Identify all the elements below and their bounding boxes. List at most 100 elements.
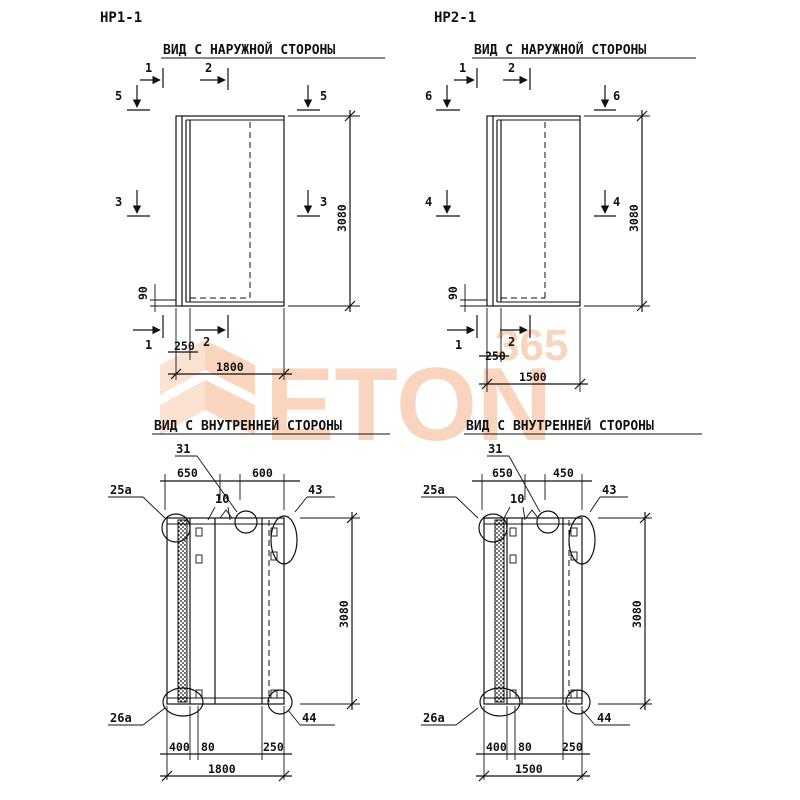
callout-43: 43 [589,483,628,513]
callout-44: 44 [287,709,335,726]
dim-250: 250 [479,308,509,392]
svg-text:2: 2 [508,61,515,75]
dim-90: 90 [136,284,176,312]
detail-circles [161,510,298,717]
panel-1-outer-view: НР1-1 ВИД С НАРУЖНОЙ СТОРОНЫ 1 2 5 5 3 [100,10,385,380]
svg-text:5: 5 [320,89,327,103]
svg-text:1: 1 [459,61,466,75]
section-mark-5-left: 5 [115,85,150,111]
panel-2-inner-view: ВИД С ВНУТРЕННЕЙ СТОРОНЫ 650 450 31 10 2… [421,418,702,782]
svg-text:250: 250 [174,339,195,353]
panel-code: НР2-1 [434,10,476,26]
panel-frame [166,509,285,705]
svg-text:31: 31 [488,442,502,456]
svg-text:3080: 3080 [630,600,644,628]
section-mark-1-bottom: 1 [133,315,164,352]
svg-text:26а: 26а [423,711,445,725]
callout-25a: 25а [108,483,166,519]
panel-code: НР1-1 [100,10,142,26]
dim-90: 90 [446,284,487,312]
svg-text:26а: 26а [110,711,132,725]
width-dimension: 1800 [168,308,292,380]
callout-43: 43 [294,483,335,513]
outer-view-title: ВИД С НАРУЖНОЙ СТОРОНЫ [474,42,646,58]
svg-text:1: 1 [145,338,152,352]
svg-text:650: 650 [177,466,198,480]
callout-26a: 26а [421,707,479,726]
svg-text:450: 450 [553,466,574,480]
callout-26a: 26а [108,707,166,726]
svg-text:3: 3 [320,195,327,209]
svg-text:3: 3 [115,195,122,209]
svg-text:2: 2 [508,335,515,349]
section-mark-3-left: 3 [115,190,150,217]
svg-text:1800: 1800 [216,360,244,374]
watermark: ETON 365 [160,321,568,463]
svg-text:10: 10 [510,492,524,506]
svg-text:90: 90 [136,286,150,300]
height-dimension: 3080 [300,512,360,710]
svg-text:1: 1 [145,61,152,75]
section-mark-4-right: 4 [594,190,620,217]
svg-text:250: 250 [562,740,583,754]
section-mark-1-top: 1 [454,61,478,88]
section-mark-2-top: 2 [503,61,531,90]
svg-text:43: 43 [308,483,322,497]
panel-outline [486,115,581,307]
section-mark-3-right: 3 [297,190,327,217]
svg-text:10: 10 [215,492,229,506]
svg-text:1500: 1500 [515,762,543,776]
detail-circles [478,510,596,717]
width-dimension: 1500 [479,308,588,392]
svg-text:600: 600 [252,466,273,480]
callout-31: 31 [175,442,238,513]
svg-text:31: 31 [176,442,190,456]
svg-text:4: 4 [425,195,432,209]
svg-text:3080: 3080 [335,204,349,232]
section-mark-5-right: 5 [297,85,327,111]
svg-text:6: 6 [425,89,432,103]
callout-44: 44 [581,709,630,726]
section-mark-4-left: 4 [425,190,460,217]
section-mark-6-left: 6 [425,85,460,111]
callout-10: 10 [207,492,231,521]
outer-view-title: ВИД С НАРУЖНОЙ СТОРОНЫ [163,42,335,58]
svg-text:250: 250 [485,349,506,363]
top-dimensions: 650 450 [472,466,592,510]
section-mark-1-bottom: 1 [447,315,478,352]
svg-text:44: 44 [597,711,611,725]
svg-text:2: 2 [203,335,210,349]
svg-text:1500: 1500 [519,370,547,384]
panel-1-inner-view: ВИД С ВНУТРЕННЕЙ СТОРОНЫ 650 600 31 10 2… [108,418,390,782]
section-mark-2-bottom: 2 [195,315,229,349]
svg-text:80: 80 [201,740,215,754]
svg-text:1: 1 [455,338,462,352]
inner-view-title: ВИД С ВНУТРЕННЕЙ СТОРОНЫ [154,418,342,434]
section-mark-2-bottom: 2 [500,315,531,349]
callout-25a: 25а [421,483,479,519]
height-dimension: 3080 [288,110,360,312]
callout-31: 31 [487,442,541,513]
bottom-dimensions: 400 80 250 1500 [476,706,590,782]
section-mark-6-right: 6 [594,85,620,111]
svg-text:44: 44 [302,711,316,725]
inner-view-title: ВИД С ВНУТРЕННЕЙ СТОРОНЫ [466,418,654,434]
svg-text:400: 400 [169,740,190,754]
svg-text:5: 5 [115,89,122,103]
height-dimension: 3080 [584,110,650,312]
panel-frame [483,509,583,705]
dim-250: 250 [168,308,198,380]
bottom-dimensions: 400 80 250 1800 [160,706,292,782]
svg-text:25а: 25а [110,483,132,497]
svg-text:1800: 1800 [208,762,236,776]
callout-10: 10 [502,492,526,521]
height-dimension: 3080 [598,512,652,710]
top-dimensions: 650 600 [160,466,300,510]
svg-text:3080: 3080 [337,600,351,628]
svg-text:80: 80 [518,740,532,754]
section-mark-1-top: 1 [140,61,164,88]
watermark-logo-icon [160,340,255,435]
panel-2-outer-view: НР2-1 ВИД С НАРУЖНОЙ СТОРОНЫ 1 2 6 6 4 [425,10,696,392]
svg-text:25а: 25а [423,483,445,497]
